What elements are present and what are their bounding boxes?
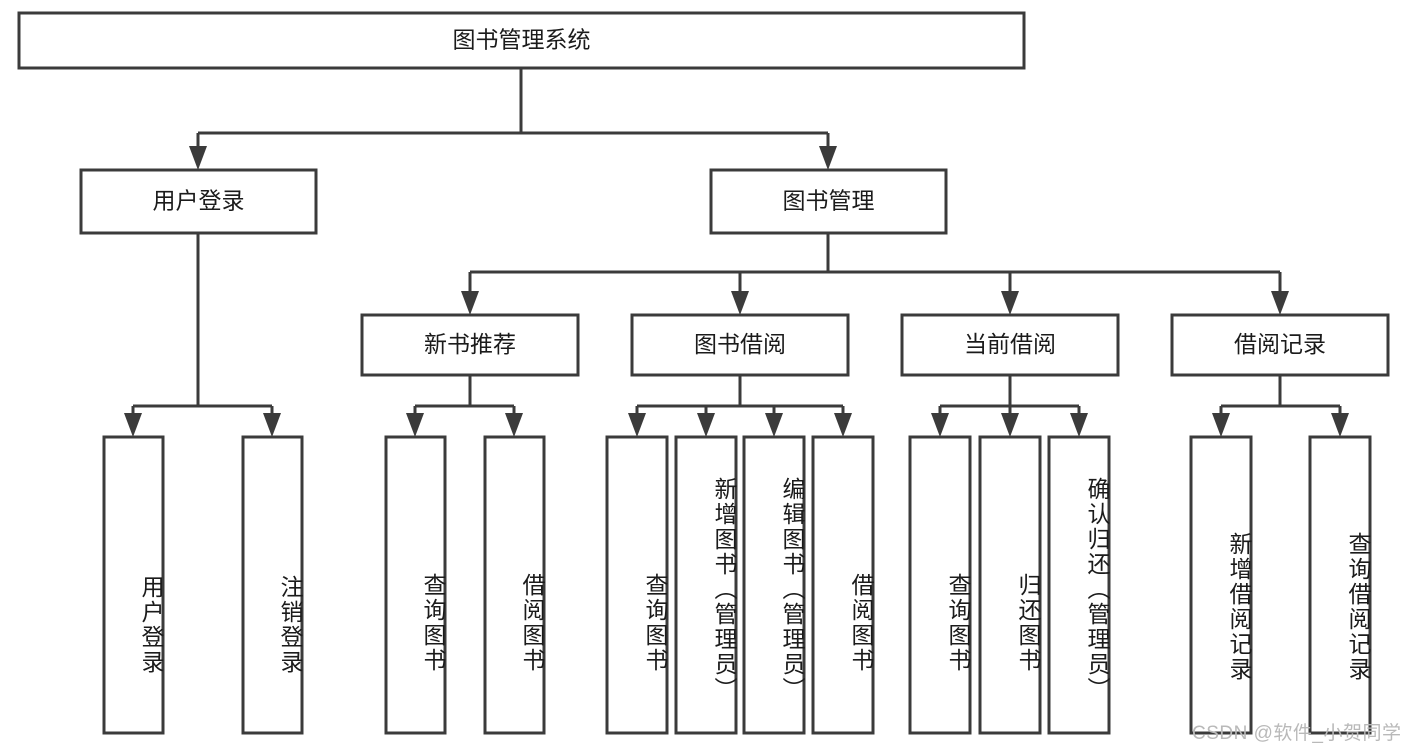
leaf-node-leaf-borrow-book-rec[interactable] [483, 435, 546, 735]
arrow-head-icon [731, 291, 749, 315]
arrow-head-icon [406, 413, 424, 437]
leaf-node-leaf-return-book[interactable] [978, 435, 1042, 735]
leaf-node-leaf-confirm-return[interactable] [1047, 435, 1111, 735]
level3-node-label-new-book-recommend: 新书推荐 [424, 331, 516, 357]
leaf-node-leaf-borrow-book[interactable] [811, 435, 875, 735]
arrow-head-icon [834, 413, 852, 437]
arrow-head-icon [931, 413, 949, 437]
level3-node-label-borrow-record: 借阅记录 [1234, 331, 1326, 357]
arrow-head-icon [1001, 291, 1019, 315]
arrow-head-icon [819, 146, 837, 170]
level3-node-borrow-record[interactable] [1170, 313, 1390, 377]
level2-node-label-book-management: 图书管理 [783, 188, 875, 214]
arrow-head-icon [505, 413, 523, 437]
level3-node-new-book-recommend[interactable] [360, 313, 580, 377]
leaf-node-leaf-query-book-borrow[interactable] [605, 435, 669, 735]
arrow-head-icon [263, 413, 281, 437]
arrow-head-icon [461, 291, 479, 315]
connector-layer [124, 68, 1349, 437]
root-node-label-root: 图书管理系统 [453, 27, 591, 53]
arrow-head-icon [697, 413, 715, 437]
arrow-head-icon [124, 413, 142, 437]
level2-node-user-login[interactable] [79, 168, 318, 235]
leaf-node-leaf-logout[interactable] [241, 435, 304, 735]
arrow-head-icon [1001, 413, 1019, 437]
arrow-head-icon [1070, 413, 1088, 437]
arrow-head-icon [1212, 413, 1230, 437]
leaf-node-leaf-query-borrow-record[interactable] [1308, 435, 1372, 735]
level3-node-book-borrow[interactable] [630, 313, 850, 377]
level2-node-book-management[interactable] [709, 168, 948, 235]
leaf-node-leaf-add-book[interactable] [674, 435, 738, 735]
arrow-head-icon [628, 413, 646, 437]
leaf-node-leaf-edit-book[interactable] [742, 435, 806, 735]
arrow-head-icon [1271, 291, 1289, 315]
level3-node-label-book-borrow: 图书借阅 [694, 331, 786, 357]
csdn-watermark: CSDN @软件_小贺同学 [1192, 723, 1402, 744]
leaf-node-leaf-add-borrow-record[interactable] [1189, 435, 1253, 735]
arrow-head-icon [765, 413, 783, 437]
level3-node-label-current-borrow: 当前借阅 [964, 331, 1056, 357]
root-node-root[interactable] [17, 11, 1026, 70]
leaf-node-leaf-query-book-current[interactable] [908, 435, 972, 735]
arrow-head-icon [189, 146, 207, 170]
level3-node-current-borrow[interactable] [900, 313, 1120, 377]
arrow-head-icon [1331, 413, 1349, 437]
leaf-node-leaf-query-book-rec[interactable] [384, 435, 447, 735]
leaf-node-leaf-user-login[interactable] [102, 435, 165, 735]
level2-node-label-user-login: 用户登录 [153, 188, 245, 214]
